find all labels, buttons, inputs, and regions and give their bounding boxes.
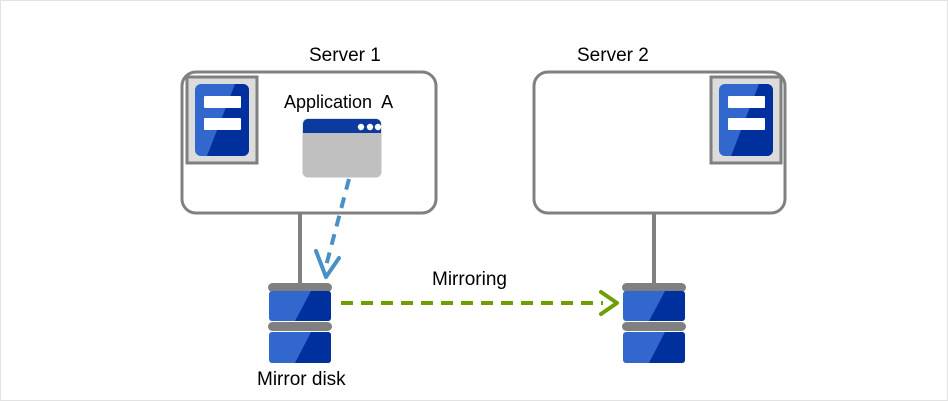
- write-arrow: [314, 178, 351, 279]
- application-label: Application A: [284, 92, 394, 112]
- mirroring-arrow: [341, 290, 619, 316]
- disk-stack-icon: [622, 283, 686, 363]
- server2-label: Server 2: [577, 45, 649, 66]
- disk-stack-icon: [268, 283, 332, 363]
- app-window-icon: [302, 118, 382, 178]
- server-icon: [719, 84, 773, 156]
- server1-label: Server 1: [309, 45, 381, 66]
- server-icon: [195, 84, 249, 156]
- mirroring-label: Mirroring: [432, 269, 507, 290]
- mirror-disk-label: Mirror disk: [257, 369, 346, 390]
